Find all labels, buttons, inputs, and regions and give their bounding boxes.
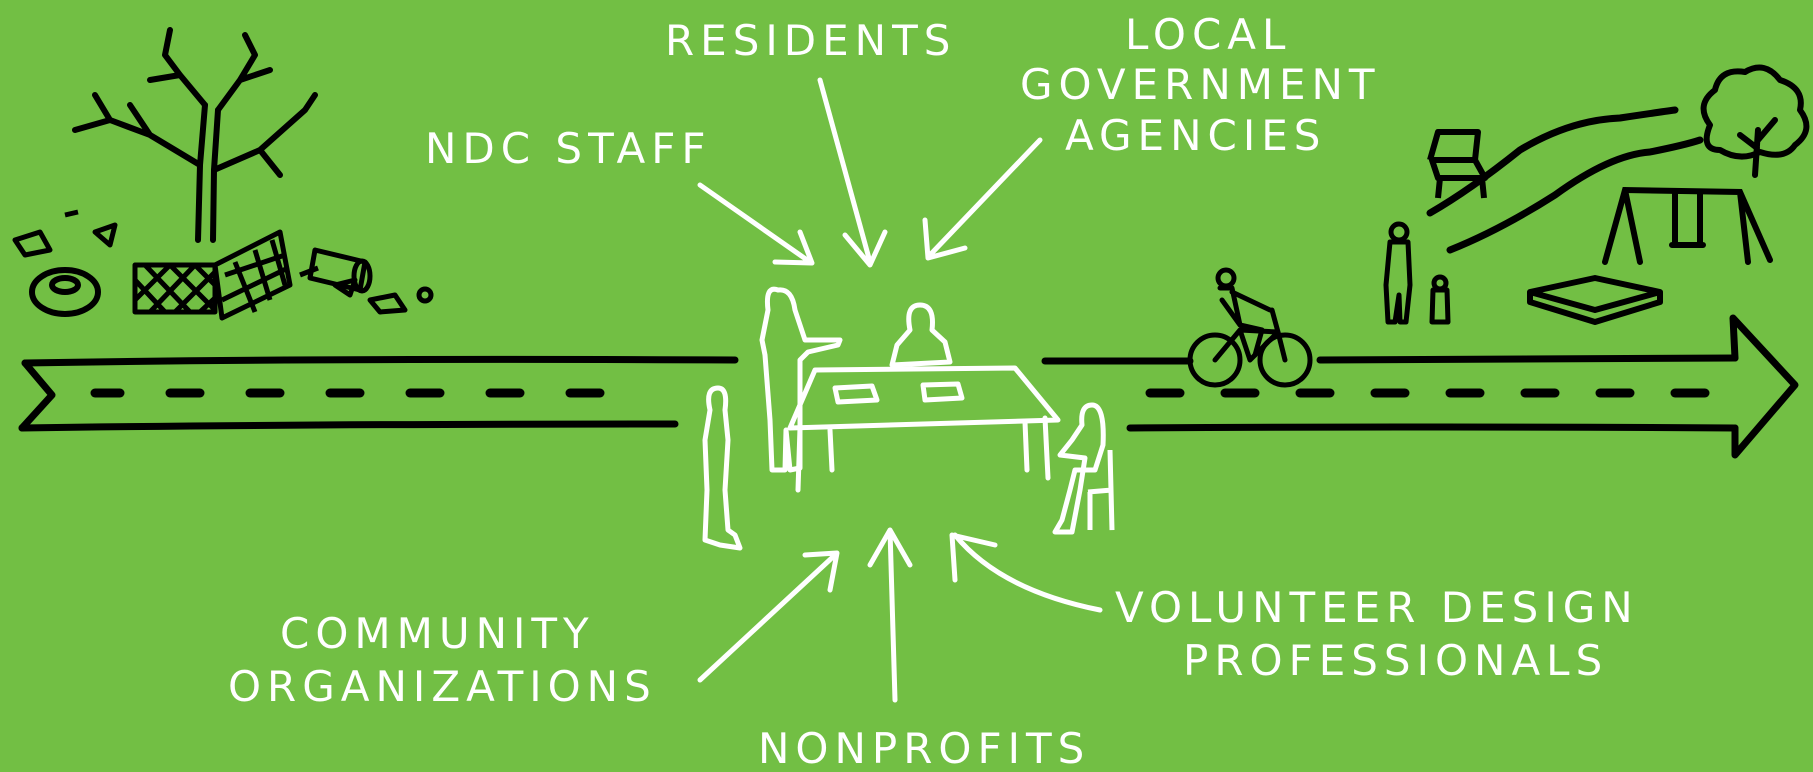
tree-icon: [1700, 64, 1810, 178]
arrow-volunteer-design: [949, 532, 1103, 613]
arrow-tail: [18, 359, 56, 432]
seated-person-right: [1052, 402, 1106, 535]
swing: [1669, 189, 1706, 248]
swing-frame: [1602, 186, 1773, 265]
standing-person-left: [702, 385, 743, 551]
debris: [416, 286, 434, 304]
wheel: [1187, 332, 1243, 388]
label-community-organizations: COMMUNITY ORGANIZATIONS: [228, 609, 657, 711]
sandbox-side: [1527, 292, 1663, 325]
trunk: [1737, 117, 1778, 178]
debris: [64, 209, 79, 218]
arrow-ndc-staff: [697, 182, 815, 266]
path-edge: [1426, 106, 1679, 217]
bench-icon: [1427, 129, 1488, 199]
standing-person: [759, 286, 843, 473]
fence-panel: [132, 262, 218, 315]
fence-hatch: [133, 263, 217, 314]
adult-body: [1383, 239, 1413, 325]
label-volunteer-design: VOLUNTEER DESIGN PROFESSIONALS: [1115, 583, 1639, 685]
tire-icon: [29, 267, 101, 317]
debris: [92, 222, 118, 248]
arrow-nonprofits: [867, 527, 913, 703]
bare-tree-icon: [72, 27, 318, 243]
paper: [920, 381, 965, 403]
arrow-head: [1729, 314, 1799, 459]
label-ndc-staff: NDC STAFF: [425, 124, 712, 173]
sandbox-icon: [1527, 275, 1663, 325]
fence-hatch: [220, 239, 290, 313]
label-residents: RESIDENTS: [665, 16, 957, 65]
arrow-top-right: [1041, 354, 1739, 365]
path-edge: [1446, 136, 1704, 254]
label-nonprofits: NONPROFITS: [758, 724, 1091, 772]
cyclist-icon: [1187, 267, 1313, 388]
chair: [1087, 449, 1115, 531]
arrow-bottom-left: [18, 420, 679, 432]
broken-fence-icon: [132, 229, 373, 321]
arrow-top-left: [21, 355, 739, 367]
child-body: [1429, 287, 1451, 325]
arrow-bottom-right: [1126, 423, 1739, 432]
arrow-residents: [817, 77, 888, 268]
rider-body: [1217, 285, 1273, 358]
swing-set-icon: [1602, 186, 1773, 265]
contributor-arrows: [697, 77, 1103, 703]
bench-back: [1427, 129, 1481, 161]
path-icon: [1426, 106, 1704, 254]
barrel-end: [351, 258, 373, 294]
tire-inner: [49, 275, 81, 295]
seated-person-back: [889, 302, 953, 368]
family-icon: [1383, 221, 1451, 325]
arrow-community-organizations: [697, 550, 840, 683]
label-local-government: LOCAL GOVERNMENT AGENCIES: [1020, 10, 1381, 160]
wheel: [1257, 332, 1313, 388]
bench-legs: [1435, 177, 1487, 199]
fence-panel: [212, 229, 293, 321]
paper: [832, 383, 880, 405]
debris: [367, 292, 408, 315]
canopy: [1700, 64, 1810, 160]
person-icon: [702, 286, 1115, 551]
arrow-icon: [18, 314, 1799, 459]
tire-outer: [29, 267, 101, 317]
branches: [72, 27, 318, 178]
arrow-local-government: [922, 137, 1043, 261]
debris: [12, 229, 53, 258]
